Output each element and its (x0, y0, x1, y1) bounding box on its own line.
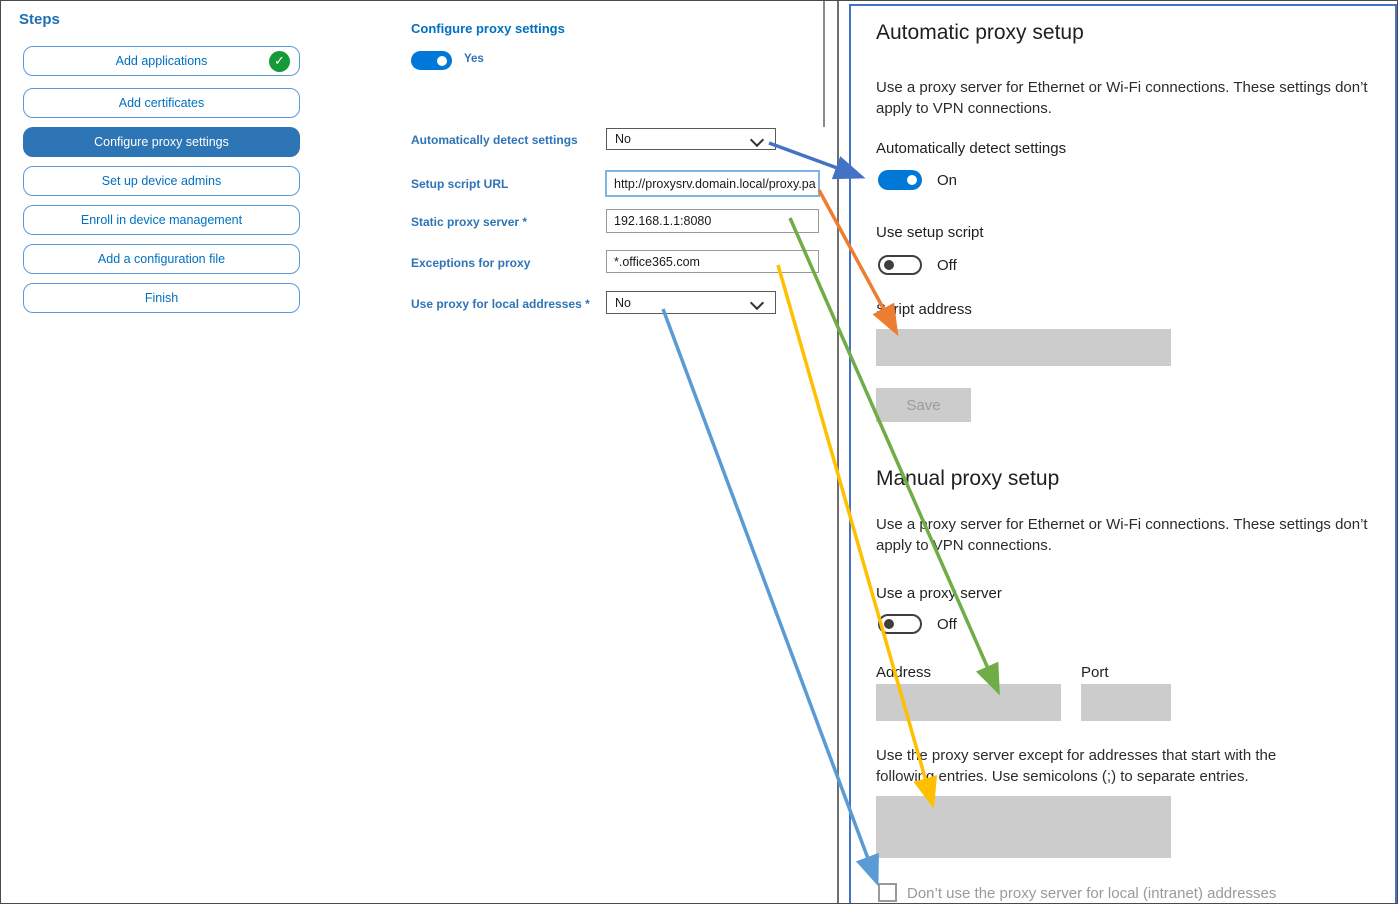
field-label-exceptions-for-proxy: Exceptions for proxy (411, 256, 531, 270)
step-enroll-in-device-management[interactable]: Enroll in device management (23, 205, 300, 235)
pane-divider (837, 1, 839, 903)
step-set-up-device-admins[interactable]: Set up device admins (23, 166, 300, 196)
automatically-detect-settings-dropdown[interactable]: No (606, 128, 776, 150)
automatic-detect-toggle-state: On (937, 172, 958, 189)
field-label-use-proxy-for-local-addresses: Use proxy for local addresses * (411, 297, 590, 311)
step-finish[interactable]: Finish (23, 283, 300, 313)
step-label: Add a configuration file (97, 252, 226, 266)
step-configure-proxy-settings[interactable]: Configure proxy settings (23, 127, 300, 157)
step-label: Add applications (115, 54, 208, 68)
field-label-setup-script-url: Setup script URL (411, 177, 509, 191)
use-setup-script-toggle[interactable] (878, 255, 922, 275)
completed-check-icon: ✓ (269, 51, 290, 72)
manual-exceptions-textarea[interactable] (876, 796, 1171, 858)
static-proxy-server-input[interactable]: 192.168.1.1:8080 (606, 209, 819, 233)
manual-exceptions-description: Use the proxy server except for addresse… (876, 747, 1277, 785)
step-label: Configure proxy settings (94, 135, 229, 149)
step-label: Add certificates (118, 96, 205, 110)
use-a-proxy-server-toggle-state: Off (937, 616, 957, 633)
use-a-proxy-server-label: Use a proxy server (876, 585, 1002, 602)
automatic-proxy-description: Use a proxy server for Ethernet or Wi-Fi… (876, 79, 1368, 117)
step-add-a-configuration-file[interactable]: Add a configuration file (23, 244, 300, 274)
step-label: Finish (144, 291, 179, 305)
step-add-applications[interactable]: Add applications ✓ (23, 46, 300, 76)
use-setup-script-label: Use setup script (876, 224, 984, 241)
arrow-local-addresses (661, 308, 879, 887)
manual-proxy-setup-heading: Manual proxy setup (876, 467, 1060, 490)
chevron-down-icon (749, 132, 765, 148)
script-address-label: Script address (876, 301, 972, 318)
steps-pane-title: Steps (19, 11, 60, 28)
automatic-proxy-setup-heading: Automatic proxy setup (876, 21, 1084, 44)
scrollbar-thumb[interactable] (823, 1, 825, 127)
manual-port-input[interactable] (1081, 684, 1171, 721)
port-label: Port (1081, 664, 1109, 681)
manual-address-input[interactable] (876, 684, 1061, 721)
local-intranet-checkbox-label: Don’t use the proxy server for local (in… (907, 885, 1277, 902)
step-label: Set up device admins (101, 174, 222, 188)
automatic-detect-label: Automatically detect settings (876, 140, 1067, 157)
chevron-down-icon (749, 295, 765, 311)
manual-proxy-description: Use a proxy server for Ethernet or Wi-Fi… (876, 516, 1368, 554)
use-a-proxy-server-toggle[interactable] (878, 614, 922, 634)
automatic-detect-toggle[interactable] (878, 170, 922, 190)
exceptions-for-proxy-input[interactable]: *.office365.com (606, 250, 819, 273)
step-label: Enroll in device management (80, 213, 243, 227)
save-button[interactable]: Save (876, 388, 971, 422)
configure-proxy-toggle-state: Yes (464, 53, 484, 65)
use-setup-script-toggle-state: Off (937, 257, 957, 274)
configure-proxy-toggle[interactable] (411, 51, 452, 70)
dropdown-value: No (615, 295, 631, 310)
script-address-input[interactable] (876, 329, 1171, 366)
field-label-automatically-detect-settings: Automatically detect settings (411, 133, 578, 147)
field-label-static-proxy-server: Static proxy server * (411, 215, 528, 229)
step-add-certificates[interactable]: Add certificates (23, 88, 300, 118)
use-proxy-local-addresses-dropdown[interactable]: No (606, 291, 776, 314)
form-title: Configure proxy settings (411, 21, 565, 36)
local-intranet-checkbox[interactable] (878, 883, 897, 902)
address-label: Address (876, 664, 932, 681)
setup-script-url-input[interactable]: http://proxysrv.domain.local/proxy.pa (605, 170, 820, 197)
dropdown-value: No (615, 132, 631, 146)
